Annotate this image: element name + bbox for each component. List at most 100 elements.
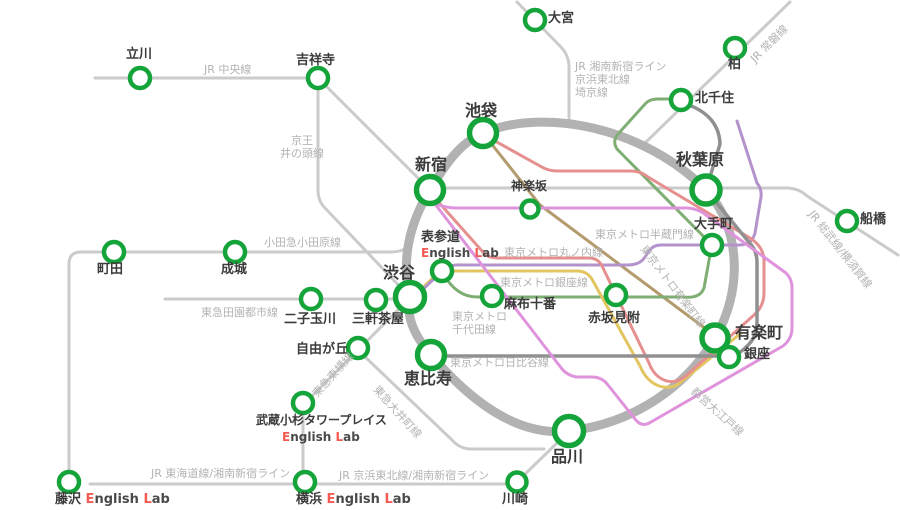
line-jr-joban (644, 0, 792, 144)
station-label-kashiwa: 柏 (728, 57, 742, 73)
station-label-yokohama: 横浜 English Lab (296, 492, 411, 508)
station-marker-musashikosugi[interactable] (290, 390, 316, 416)
english-lab-accent: E (421, 246, 430, 260)
station-marker-yurakucho[interactable] (699, 322, 731, 354)
line-label-row: JR 湘南新宿ライン (575, 60, 667, 73)
station-label-machida: 町田 (97, 262, 123, 278)
station-name: 柏 (728, 57, 742, 72)
station-name: 新宿 (415, 155, 448, 174)
station-marker-ebisu[interactable] (414, 338, 448, 372)
line-label-jr-chuo: JR 中央線 (204, 63, 252, 76)
station-label-futakotamagawa: 二子玉川 (284, 312, 337, 328)
station-name: 自由が丘 (296, 342, 349, 357)
station-marker-tachikawa[interactable] (127, 65, 153, 91)
station-name: 武蔵小杉タワープレイス (256, 413, 387, 427)
station-label-kawasaki: 川崎 (502, 492, 529, 508)
station-name: 赤坂見附 (588, 311, 641, 326)
english-lab-text: nglish (335, 492, 385, 507)
station-marker-shibuya[interactable] (392, 279, 428, 315)
station-label-ikebukuro: 池袋 (465, 101, 498, 120)
line-label-denentoshi: 東急田園都市線 (201, 306, 278, 319)
station-name: 品川 (551, 447, 584, 466)
station-marker-futakotamagawa[interactable] (298, 286, 324, 312)
english-lab-accent: L (335, 430, 344, 444)
line-jr-keihin-diagonal (519, 442, 558, 480)
station-marker-kichijoji[interactable] (305, 65, 331, 91)
station-marker-otemachi[interactable] (699, 232, 725, 258)
line-odakyu (67, 196, 428, 482)
station-name: 吉祥寺 (296, 53, 336, 68)
line-jr-shonan-saikyo (515, 0, 571, 126)
station-label-funabashi: 船橋 (860, 212, 887, 228)
english-lab-badge-musashikosugi: English Lab (282, 430, 360, 444)
station-name: 大宮 (548, 11, 575, 26)
english-lab-text: ab (343, 430, 360, 444)
line-label-keio-1: 京王 (291, 134, 313, 147)
english-lab-text: ab (151, 492, 170, 507)
line-label-ginza-line: 東京メトロ銀座線 (500, 276, 588, 289)
station-name: 成城 (221, 262, 248, 277)
station-marker-ginza[interactable] (716, 344, 742, 370)
station-marker-akihabara[interactable] (689, 173, 723, 207)
line-label-jr-tokaido: JR 東海道線/湘南新宿ライン (151, 467, 291, 480)
station-marker-seijo[interactable] (222, 239, 248, 265)
station-name: 二子玉川 (284, 312, 337, 327)
station-marker-kagurazaka[interactable] (519, 198, 541, 220)
english-lab-text: ab (392, 492, 411, 507)
line-label-row: 千代田線 (452, 323, 496, 337)
english-lab-accent: E (326, 492, 336, 507)
station-marker-jiyugaoka[interactable] (345, 335, 371, 361)
english-lab-text: nglish (94, 492, 144, 507)
station-name: 池袋 (465, 101, 498, 120)
station-name: 三軒茶屋 (352, 312, 405, 327)
station-marker-azabujuban[interactable] (479, 283, 505, 309)
line-jr-chuo (93, 76, 430, 190)
station-marker-akasakamitsuke[interactable] (603, 282, 629, 308)
station-name: 立川 (126, 47, 153, 62)
station-label-tachikawa: 立川 (126, 47, 153, 63)
station-marker-ikebukuro[interactable] (466, 116, 500, 150)
station-name: 船橋 (860, 212, 887, 227)
station-marker-kashiwa[interactable] (722, 35, 748, 61)
line-label-hanzomon: 東京メトロ半蔵門線 (595, 228, 694, 241)
station-marker-kawasaki[interactable] (505, 470, 529, 494)
station-marker-shinagawa[interactable] (551, 413, 587, 449)
english-lab-text: ab (482, 246, 499, 260)
station-marker-sangenjaya[interactable] (363, 287, 389, 313)
english-lab-text: nglish (429, 246, 475, 260)
line-label-row: 埼京線 (575, 86, 608, 100)
line-toei-oedo (433, 202, 794, 426)
station-label-ginza: 銀座 (744, 347, 770, 363)
station-marker-omiya[interactable] (522, 7, 548, 33)
station-marker-funabashi[interactable] (834, 208, 860, 234)
station-name: 麻布十番 (504, 297, 557, 312)
station-marker-shinjuku[interactable] (413, 173, 447, 207)
station-label-akihabara: 秋葉原 (676, 150, 724, 169)
station-name: 藤沢 (55, 492, 82, 507)
station-marker-machida[interactable] (101, 239, 127, 265)
station-label-omotesando: 表参道 (421, 230, 461, 246)
station-name: 恵比寿 (404, 369, 453, 388)
line-label-chiyoda: 東京メトロ千代田線 (452, 310, 507, 336)
station-marker-kitasenju[interactable] (668, 87, 694, 113)
station-name: 有楽町 (735, 323, 784, 342)
english-lab-accent: L (384, 492, 393, 507)
station-marker-fujisawa[interactable] (56, 469, 82, 495)
station-name: 表参道 (421, 230, 461, 245)
station-marker-yokohama[interactable] (292, 469, 318, 495)
english-lab-accent: E (85, 492, 95, 507)
line-label-jr-shonan: JR 湘南新宿ライン京浜東北線埼京線 (575, 60, 666, 100)
station-label-shibuya: 渋谷 (383, 263, 415, 282)
line-label-row: 東京メトロ (452, 310, 507, 323)
station-marker-omotesando[interactable] (429, 258, 455, 284)
line-metro-yurakucho (484, 135, 712, 334)
station-name: 川崎 (502, 492, 529, 507)
line-label-keio-2: 井の頭線 (280, 147, 324, 160)
line-tokyu-oimachi (358, 350, 546, 451)
line-jr-sobu (430, 186, 900, 257)
english-lab-text: nglish (290, 430, 336, 444)
station-label-kagurazaka: 神楽坂 (511, 179, 547, 194)
station-label-kichijoji: 吉祥寺 (296, 53, 336, 69)
